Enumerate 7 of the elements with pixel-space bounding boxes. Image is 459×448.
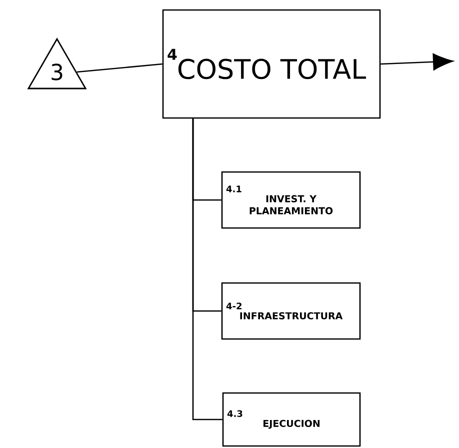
connector-line [76, 63, 162, 73]
arrow [380, 53, 454, 70]
sub-process-box: 4-2 INFRAESTRUCTURA [221, 282, 361, 340]
process-box: 4 COSTO TOTAL [162, 9, 381, 119]
sub-process-box: 4.1 INVEST. Y PLANEAMIENTO [221, 171, 361, 229]
sub-process-box: 4.3 EJECUCION [222, 392, 361, 447]
connector-line [192, 118, 222, 420]
